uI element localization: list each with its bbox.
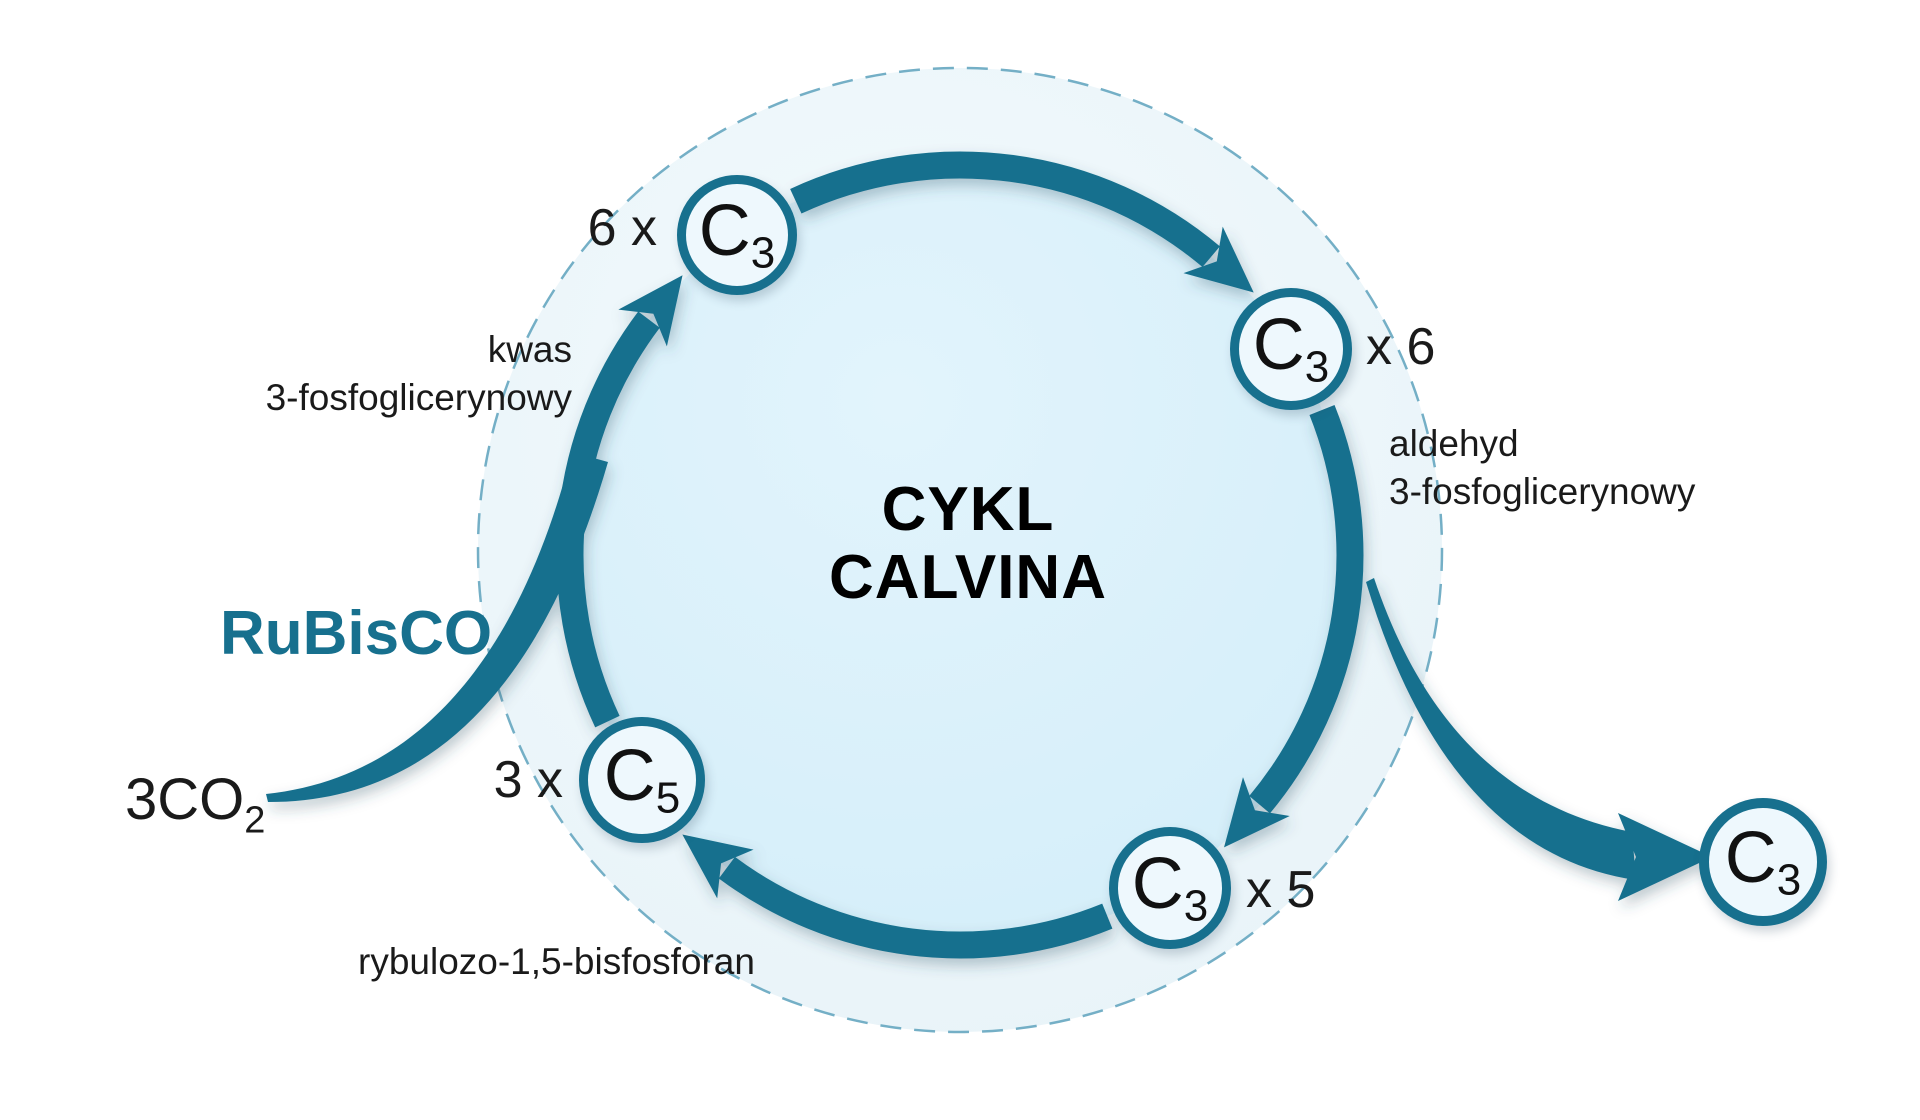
cycle-arc-left	[556, 275, 683, 728]
node-c5-left: C5	[579, 717, 705, 843]
label-rubisco: RuBisCO	[220, 599, 493, 668]
multiplier-top: 6 x	[587, 199, 657, 257]
node-c3-top: C3	[677, 175, 797, 295]
output-arrowhead	[1618, 813, 1712, 901]
cycle-arc-top	[790, 151, 1254, 293]
node-c3-top-formula: C3	[698, 190, 776, 278]
cycle-title: CYKL CALVINA	[829, 476, 1107, 612]
cycle-arc-right	[1224, 404, 1364, 848]
label-3co2: 3CO2	[125, 767, 266, 842]
node-c3-bottom-formula: C3	[1131, 843, 1209, 931]
label-acid-line2: 3-fosfoglicerynowy	[265, 377, 572, 418]
cycle-title-line1: CYKL	[881, 475, 1055, 544]
node-c3-output: C3	[1699, 798, 1827, 926]
multiplier-left: 3 x	[493, 751, 563, 809]
label-3co2-subscript: 2	[244, 799, 266, 842]
cycle-arc-bottom	[682, 834, 1113, 959]
cycle-inner-fill	[570, 165, 1350, 945]
label-acid: kwas 3-fosfoglicerynowy	[266, 326, 572, 422]
node-c5-left-formula: C5	[603, 735, 681, 823]
label-aldehyde-line1: aldehyd	[1389, 423, 1519, 464]
node-c3-right-formula: C3	[1252, 304, 1330, 392]
label-ribulose: rybulozo-1,5-bisfosforan	[358, 941, 755, 982]
multiplier-right: x 6	[1366, 318, 1436, 376]
output-arrow-tail	[1366, 578, 1636, 880]
node-c3-right: C3	[1230, 288, 1352, 410]
node-c3-bottom: C3	[1109, 827, 1231, 949]
cycle-title-line2: CALVINA	[829, 543, 1107, 612]
label-aldehyde: aldehyd 3-fosfoglicerynowy	[1389, 420, 1695, 516]
label-acid-line1: kwas	[487, 329, 572, 370]
multiplier-bottom: x 5	[1246, 861, 1316, 919]
label-aldehyde-line2: 3-fosfoglicerynowy	[1389, 471, 1696, 512]
node-c3-output-formula: C3	[1724, 817, 1802, 905]
